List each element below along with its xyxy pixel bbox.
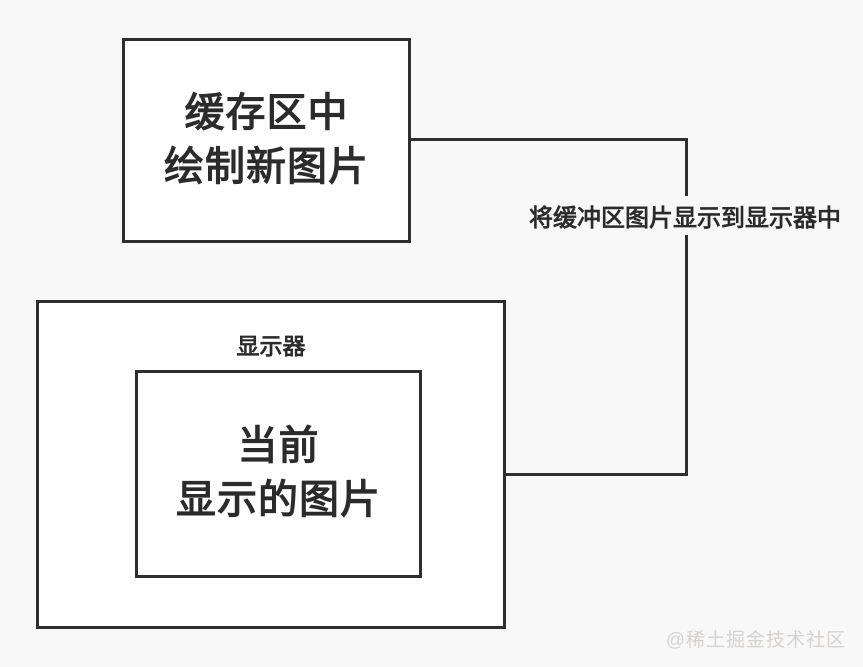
buffer-box-label: 缓存区中 绘制新图片 (164, 87, 369, 194)
connector-label: 将缓冲区图片显示到显示器中 (525, 196, 845, 235)
buffer-box-label-line2: 绘制新图片 (164, 144, 369, 189)
current-image-box-label: 当前 显示的图片 (176, 420, 381, 527)
buffer-box: 缓存区中 绘制新图片 (122, 38, 411, 243)
display-box-title: 显示器 (236, 333, 306, 359)
connector-vertical-segment (685, 138, 688, 476)
current-image-box: 当前 显示的图片 (135, 370, 422, 578)
display-box: 显示器 当前 显示的图片 (36, 300, 506, 629)
current-image-box-label-line1: 当前 (237, 424, 320, 469)
connector-top-segment (409, 138, 688, 141)
buffer-box-label-line1: 缓存区中 (184, 90, 349, 135)
watermark-text: @稀土掘金技术社区 (665, 630, 846, 651)
current-image-box-label-line2: 显示的图片 (176, 478, 381, 522)
connector-arrow-segment (432, 473, 688, 476)
